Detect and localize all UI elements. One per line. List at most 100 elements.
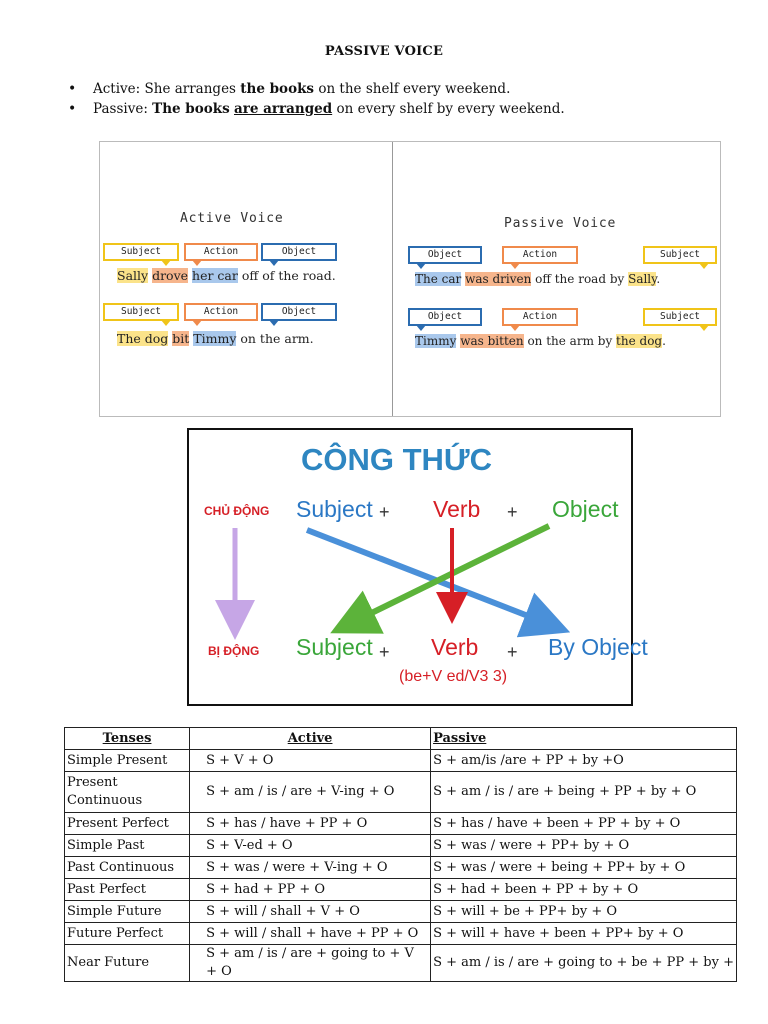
page-title: PASSIVE VOICE — [324, 44, 444, 59]
sentence-end: . — [656, 272, 661, 286]
table-header-row: Tenses Active Passive — [63, 727, 737, 750]
active-suffix: on the shelf every weekend. — [314, 81, 511, 97]
tag-subject: Subject — [643, 246, 717, 269]
subject-to-by-object-arrow — [305, 527, 571, 638]
tense-cell: Simple Present — [63, 749, 191, 772]
active-cell: S + has / have + PP + O — [189, 812, 432, 835]
tag-object: Object — [261, 243, 337, 266]
bottom-object: By Object — [548, 634, 648, 660]
passive-label: BỊ ĐỘNG — [208, 644, 260, 658]
active-label: CHỦ ĐỘNG — [204, 504, 270, 518]
active-cell: S + will / shall + V + O — [189, 900, 432, 923]
passive-cell: S + was / were + being + PP+ by + O — [430, 856, 737, 879]
tag-subject: Subject — [103, 243, 179, 266]
tag-action: Action — [502, 246, 578, 269]
passive-example: Passive: The books are arranged on every… — [68, 100, 565, 120]
object-to-subject-arrow — [330, 523, 551, 634]
bottom-subject: Subject — [296, 634, 373, 660]
bottom-verb: Verb — [431, 634, 479, 660]
active-bold: the books — [240, 81, 315, 97]
top-plus-2: + — [507, 502, 518, 522]
passive-cell: S + am/is /are + PP + by +O — [430, 749, 737, 772]
action-highlight: drove — [152, 268, 189, 283]
action-highlight: was bitten — [460, 334, 524, 348]
passive-sentence-2: Timmy was bitten on the arm by the dog. — [415, 334, 666, 348]
formula-heading: CÔNG THỨC — [301, 442, 493, 477]
active-cell: S + V-ed + O — [189, 834, 432, 857]
active-example: Active: She arranges the books on the sh… — [68, 80, 565, 100]
tag-object: Object — [408, 308, 482, 331]
tense-cell: Simple Past — [63, 834, 191, 857]
object-highlight: Timmy — [193, 331, 237, 346]
sentence-rest: on the arm. — [236, 331, 314, 346]
sentence-mid: off the road by — [531, 272, 629, 286]
sentence-mid: on the arm by — [523, 334, 617, 348]
subject-highlight: the dog — [616, 334, 663, 348]
passive-voice-title: Passive Voice — [504, 216, 617, 231]
tense-cell: Present Continuous — [63, 771, 191, 813]
active-voice-title: Active Voice — [180, 211, 284, 226]
active-cell: S + V + O — [189, 749, 432, 772]
tag-subject: Subject — [103, 303, 179, 326]
active-cell: S + am / is / are + V-ing + O — [189, 771, 432, 813]
verb-note: (be+V ed/V3 3) — [399, 668, 508, 685]
tag-object: Object — [261, 303, 337, 326]
figure-divider — [392, 142, 393, 416]
tag-subject: Subject — [643, 308, 717, 331]
passive-cell: S + will + have + been + PP+ by + O — [430, 922, 737, 945]
bottom-plus-1: + — [379, 642, 390, 662]
tense-cell: Present Perfect — [63, 812, 191, 835]
header-active: Active — [189, 727, 432, 750]
active-sentence-1: Sally drove her car off of the road. — [117, 268, 336, 283]
sentence-end: . — [662, 334, 666, 348]
passive-prefix: Passive: — [93, 101, 153, 117]
voice-figure: Active Voice Subject Action Object Sally… — [99, 141, 721, 417]
passive-suffix: on every shelf by every weekend. — [332, 101, 565, 117]
passive-cell: S + has / have + been + PP + by + O — [430, 812, 737, 835]
passive-cell: S + had + been + PP + by + O — [430, 878, 737, 901]
tag-object: Object — [408, 246, 482, 269]
object-highlight: The car — [415, 272, 462, 286]
passive-cell: S + am / is / are + going to + be + PP +… — [430, 944, 737, 982]
passive-underlined: are arranged — [234, 101, 333, 117]
object-highlight: Timmy — [415, 334, 457, 348]
header-passive: Passive — [430, 727, 737, 750]
example-bullets: Active: She arranges the books on the sh… — [68, 80, 565, 120]
subject-highlight: The dog — [117, 331, 169, 346]
active-cell: S + will / shall + have + PP + O — [189, 922, 432, 945]
tense-cell: Past Perfect — [63, 878, 191, 901]
object-highlight: her car — [192, 268, 238, 283]
passive-bold: The books — [152, 101, 230, 117]
passive-sentence-1: The car was driven off the road by Sally… — [415, 272, 660, 286]
passive-cell: S + was / were + PP+ by + O — [430, 834, 737, 857]
tense-cell: Near Future — [63, 944, 191, 982]
top-subject: Subject — [296, 496, 373, 522]
tense-cell: Past Continuous — [63, 856, 191, 879]
action-highlight: was driven — [465, 272, 532, 286]
tag-action: Action — [502, 308, 578, 331]
tag-action: Action — [184, 243, 258, 266]
formula-arrows — [215, 523, 571, 640]
bottom-plus-2: + — [507, 642, 518, 662]
top-object: Object — [552, 496, 619, 522]
passive-cell: S + will + be + PP+ by + O — [430, 900, 737, 923]
subject-highlight: Sally — [628, 272, 657, 286]
header-tenses: Tenses — [63, 727, 191, 750]
active-cell: S + am / is / are + going to + V + O — [189, 944, 432, 982]
active-cell: S + had + PP + O — [189, 878, 432, 901]
sentence-rest: off of the road. — [237, 268, 336, 283]
tense-cell: Simple Future — [63, 900, 191, 923]
passive-cell: S + am / is / are + being + PP + by + O — [430, 771, 737, 813]
active-sentence-2: The dog bit Timmy on the arm. — [117, 331, 314, 346]
tag-action: Action — [184, 303, 258, 326]
